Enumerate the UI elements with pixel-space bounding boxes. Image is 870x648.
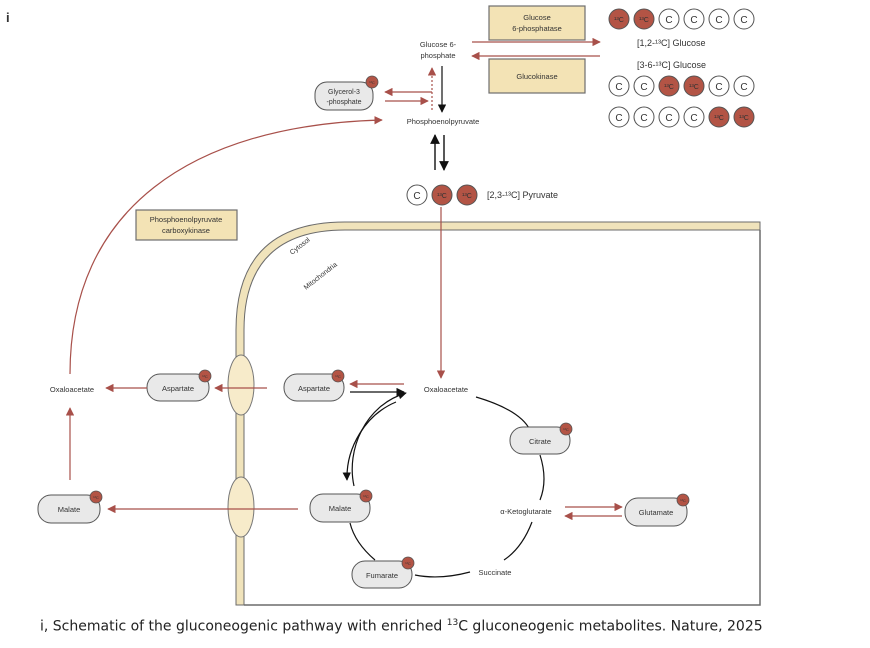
akg-label: α-Ketoglutarate <box>500 507 551 516</box>
g6pase-line1: Glucose <box>523 13 551 22</box>
13c-badge <box>89 490 103 504</box>
mitochondria-outline <box>244 230 761 606</box>
mitochondria-label: Mitochondria <box>303 261 339 291</box>
gluconeogenesis-diagram: i Cytosol Mitochondria Glucose 6-phospha… <box>6 5 761 606</box>
carbon-13c: ¹³C <box>614 17 624 24</box>
tca-succinate-to-fumarate <box>414 571 471 578</box>
succinate-label: Succinate <box>479 568 512 577</box>
aspartate-cytosol-node: Aspartate ¹³C <box>146 369 212 402</box>
carbon-12c: C <box>715 15 722 26</box>
citrate-label: Citrate <box>529 437 551 446</box>
13c-badge-label: ¹³C <box>335 374 341 379</box>
malate-mito-label: Malate <box>329 504 352 513</box>
13c-badge <box>676 493 690 507</box>
13c-badge <box>198 369 212 383</box>
pyruvate-2-3-13c: C ¹³C ¹³C <box>406 184 478 206</box>
13c-badge-label: ¹³C <box>563 427 569 432</box>
malate-cytosol-label: Malate <box>58 505 81 514</box>
carbon-12c: C <box>615 113 622 124</box>
g3p-line2: -phosphate <box>326 99 361 106</box>
pepck-line1: Phosphoenolpyruvate <box>150 215 223 224</box>
citrate-node: Citrate ¹³C <box>509 422 573 455</box>
g6p-line1: Glucose 6- <box>420 40 457 49</box>
g6pase-line2: 6-phosphatase <box>512 24 562 33</box>
13c-badge <box>365 75 379 89</box>
carbon-12c: C <box>740 82 747 93</box>
13c-badge-label: ¹³C <box>202 374 208 379</box>
carbon-12c: C <box>690 113 697 124</box>
carbon-13c: ¹³C <box>664 84 674 91</box>
carbon-13c: ¹³C <box>714 115 724 122</box>
aspartate-mito-node: Aspartate ¹³C <box>283 369 345 402</box>
13c-badge <box>559 422 573 436</box>
g6p-line2: phosphate <box>420 51 455 60</box>
g3p-line1: Glycerol-3 <box>328 89 360 96</box>
oxaloacetate-cytosol: Oxaloacetate <box>50 385 94 394</box>
carbon-12c: C <box>690 15 697 26</box>
glycerol-3-phosphate-node: Glycerol-3 -phosphate ¹³C <box>314 75 379 111</box>
aspartate-mito-label: Aspartate <box>298 384 330 393</box>
panel-letter: i <box>6 10 10 25</box>
13c-badge-label: ¹³C <box>363 494 369 499</box>
carbon-13c: ¹³C <box>639 17 649 24</box>
tca-oaa-to-citrate <box>475 396 531 431</box>
glutamate-label: Glutamate <box>639 508 674 517</box>
tca-akg-to-succinate <box>503 521 533 561</box>
arrow-malate-to-oaa <box>351 391 407 487</box>
13c-badge <box>331 369 345 383</box>
carbon-12c: C <box>665 113 672 124</box>
carbon-13c: ¹³C <box>462 193 472 200</box>
carbon-12c: C <box>740 15 747 26</box>
tca-citrate-to-akg <box>539 454 545 501</box>
arrow-oxaloacetate-to-pep <box>69 116 383 375</box>
carbon-13c: ¹³C <box>739 115 749 122</box>
carbon-12c: C <box>715 82 722 93</box>
arrow-oaa-to-malate <box>342 401 397 481</box>
glucose-1-2-13c: ¹³C ¹³C C C C C <box>608 8 755 30</box>
pyruvate-label: [2,3-¹³C] Pyruvate <box>487 190 558 200</box>
glucose-5-6-13c: C C C C ¹³C ¹³C <box>608 106 755 128</box>
aspartate-cytosol-label: Aspartate <box>162 384 194 393</box>
13c-badge <box>359 489 373 503</box>
glutamate-node: Glutamate ¹³C <box>624 493 690 527</box>
glucose-12-label: [1,2-¹³C] Glucose <box>637 38 706 48</box>
glucokinase-label: Glucokinase <box>516 72 557 81</box>
tca-fumarate-to-malate <box>349 522 376 561</box>
malate-cytosol-node: Malate ¹³C <box>37 490 103 524</box>
carbon-12c: C <box>665 15 672 26</box>
13c-badge-label: ¹³C <box>369 80 375 85</box>
pepck-line2: carboxykinase <box>162 226 210 235</box>
carbon-12c: C <box>640 113 647 124</box>
carbon-12c: C <box>413 191 420 202</box>
caption-superscript: 13 <box>446 618 459 628</box>
figure-caption: i, Schematic of the gluconeogenic pathwa… <box>40 618 763 635</box>
glucose-36-label: [3-6-¹³C] Glucose <box>637 60 706 70</box>
caption-suffix: C gluconeogenic metabolites. Nature, 202… <box>458 618 763 635</box>
carbon-13c: ¹³C <box>437 193 447 200</box>
oxaloacetate-mito: Oxaloacetate <box>424 385 468 394</box>
caption-prefix: i, Schematic of the gluconeogenic pathwa… <box>40 618 447 635</box>
13c-badge <box>401 556 415 570</box>
transporter-aspartate <box>227 354 255 416</box>
enzyme-pepck: Phosphoenolpyruvate carboxykinase <box>135 209 238 241</box>
carbon-12c: C <box>615 82 622 93</box>
carbon-13c: ¹³C <box>689 84 699 91</box>
carbon-12c: C <box>640 82 647 93</box>
malate-mito-node: Malate ¹³C <box>309 489 373 523</box>
glucose-3-4-13c: C C ¹³C ¹³C C C <box>608 75 755 97</box>
pep-label: Phosphoenolpyruvate <box>407 117 480 126</box>
enzyme-glucokinase: Glucokinase <box>488 58 586 94</box>
13c-badge-label: ¹³C <box>93 495 99 500</box>
enzyme-glucose-6-phosphatase: Glucose 6-phosphatase <box>488 5 586 41</box>
13c-badge-label: ¹³C <box>405 561 411 566</box>
13c-badge-label: ¹³C <box>680 498 686 503</box>
transporter-malate <box>227 476 255 538</box>
fumarate-label: Fumarate <box>366 571 398 580</box>
fumarate-node: Fumarate ¹³C <box>351 556 415 589</box>
